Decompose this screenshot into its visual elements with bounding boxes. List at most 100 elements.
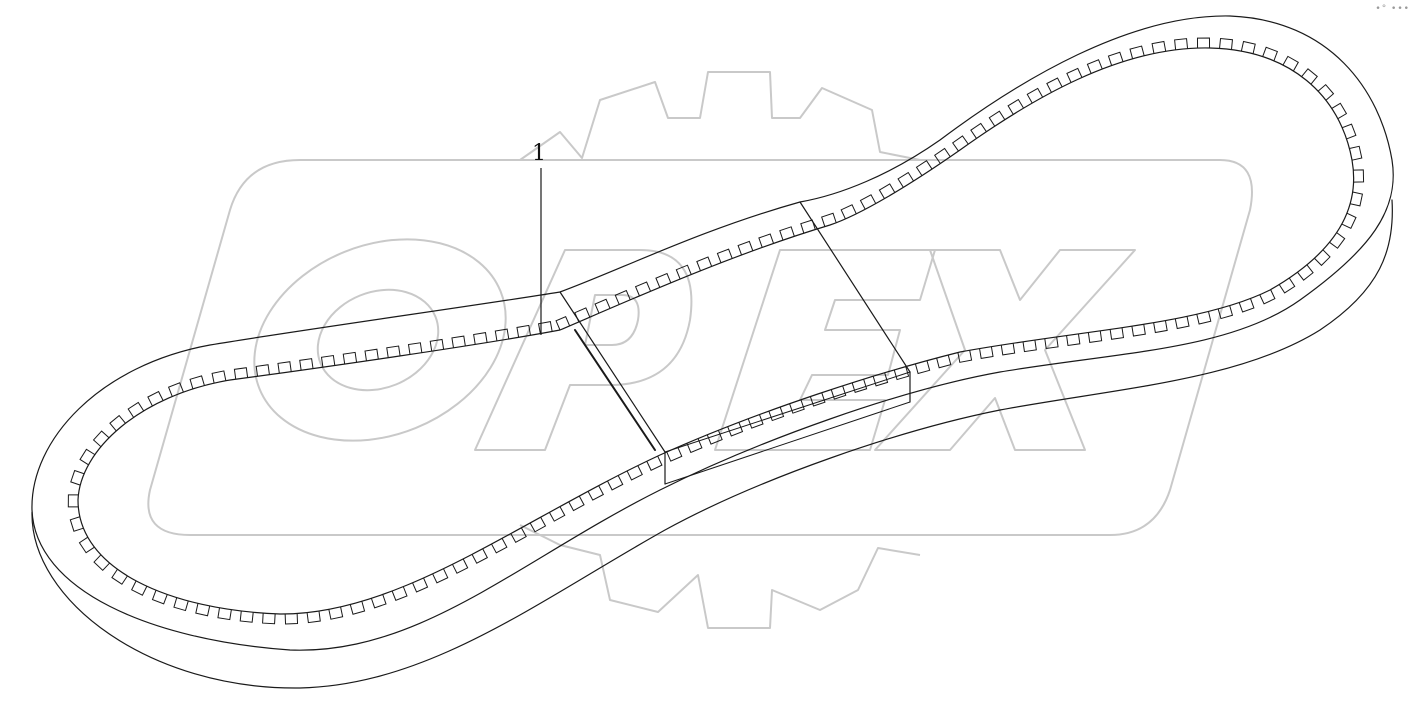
- belt-tooth: [548, 506, 566, 522]
- watermark-letter-e: [714, 249, 936, 451]
- belt-tooth: [851, 379, 868, 393]
- belt-tooth: [1217, 305, 1234, 320]
- belt-tooth: [655, 272, 672, 288]
- belt-tooth: [914, 360, 931, 375]
- belt-tooth: [277, 361, 292, 374]
- belt-tooth: [1086, 59, 1103, 74]
- belt-tooth: [1000, 343, 1016, 356]
- belt-tooth: [1066, 333, 1081, 347]
- belt-teeth: [67, 37, 1365, 625]
- belt-tooth: [328, 606, 344, 620]
- belt-tooth: [167, 382, 184, 397]
- belt-tooth: [607, 475, 624, 491]
- belt-tooth: [109, 414, 126, 432]
- belt-tooth: [1278, 277, 1296, 294]
- belt-tooth: [1350, 191, 1364, 207]
- belt-tooth: [320, 354, 336, 368]
- belt-tooth: [634, 281, 651, 297]
- belt-tooth: [92, 430, 110, 448]
- belt-tooth: [1174, 316, 1190, 330]
- belt-tooth: [1151, 40, 1167, 54]
- callout-label: 1: [532, 141, 546, 166]
- belt-tooth: [936, 354, 952, 369]
- belt-tooth: [737, 240, 754, 256]
- belt-tooth: [915, 159, 933, 176]
- belt-tooth: [789, 399, 805, 414]
- watermark-badge: [147, 159, 1253, 536]
- belt-tooth: [79, 448, 96, 466]
- watermark-letter-o: [253, 238, 507, 442]
- belt-tooth: [696, 256, 713, 271]
- belt-tooth: [217, 607, 232, 621]
- belt-tooth: [127, 401, 145, 418]
- belt-tooth: [1262, 46, 1279, 62]
- belt-tooth: [1153, 320, 1168, 334]
- belt-tooth: [147, 390, 164, 407]
- belt-tooth: [1046, 77, 1063, 93]
- belt-tooth: [1259, 289, 1276, 305]
- belt-tooth: [1129, 45, 1145, 59]
- belt-tooth: [1314, 249, 1331, 267]
- belt-tooth: [574, 307, 591, 323]
- belt-tooth: [614, 289, 631, 305]
- belt-tooth: [537, 321, 553, 334]
- belt-tooth: [1022, 339, 1037, 353]
- belt-tooth: [342, 351, 358, 365]
- belt-tooth: [979, 346, 994, 360]
- belt-tooth: [1331, 102, 1348, 120]
- belt-tooth: [364, 348, 379, 361]
- belt-tooth: [70, 469, 85, 486]
- belt-top-strip: [664, 371, 911, 453]
- belt-tooth: [1238, 298, 1255, 313]
- belt-tooth: [386, 345, 401, 358]
- belt-tooth: [529, 516, 547, 533]
- belt-tooth: [800, 219, 816, 234]
- belt-tooth: [970, 122, 987, 139]
- splice-line-1b: [574, 329, 656, 451]
- belt-tooth: [452, 558, 469, 574]
- belt-tooth: [239, 610, 254, 623]
- belt-tooth: [299, 358, 314, 371]
- belt-top-strip-lower: [664, 401, 911, 485]
- belt-tooth: [821, 212, 837, 227]
- belt-tooth: [473, 332, 488, 345]
- belt-tooth: [130, 580, 148, 596]
- belt-tooth: [189, 375, 205, 390]
- belt-tooth: [809, 392, 826, 407]
- belt-tooth: [412, 577, 429, 593]
- corner-marker: •° •••: [1375, 4, 1410, 14]
- belt-tooth: [1341, 212, 1357, 230]
- belt-tooth: [516, 324, 531, 338]
- belt-tooth: [1329, 232, 1346, 249]
- belt-tooth: [471, 548, 489, 564]
- belt-tooth: [666, 446, 683, 462]
- timing-belt: [31, 15, 1394, 689]
- part-callout: 1: [532, 141, 546, 335]
- belt-tooth: [555, 316, 571, 331]
- watermark-letter-x: [874, 249, 1136, 451]
- belt-tooth: [758, 233, 775, 248]
- belt-tooth: [349, 601, 366, 615]
- belt-tooth: [69, 516, 84, 532]
- belt-tooth: [587, 485, 605, 501]
- belt-tooth: [840, 204, 857, 220]
- belt-tooth: [830, 385, 847, 400]
- belt-tooth: [451, 335, 466, 348]
- belt-tooth: [893, 366, 910, 381]
- belt-tooth: [1317, 83, 1335, 101]
- belt-bottom-edge: [31, 199, 1393, 689]
- belt-tooth: [716, 248, 733, 263]
- belt-tooth: [370, 594, 387, 609]
- belt-tooth: [1174, 38, 1189, 50]
- belt-tooth: [878, 183, 896, 199]
- belt-tooth: [1240, 40, 1256, 54]
- belt-tooth: [1107, 51, 1124, 66]
- belt-tooth: [391, 586, 408, 601]
- belt-tooth: [934, 147, 951, 164]
- belt-tooth: [1087, 330, 1103, 343]
- belt-tooth: [429, 338, 445, 352]
- belt-tooth: [491, 538, 508, 554]
- watermark-gear: [519, 71, 921, 629]
- belt-inner-edge: [77, 47, 1355, 615]
